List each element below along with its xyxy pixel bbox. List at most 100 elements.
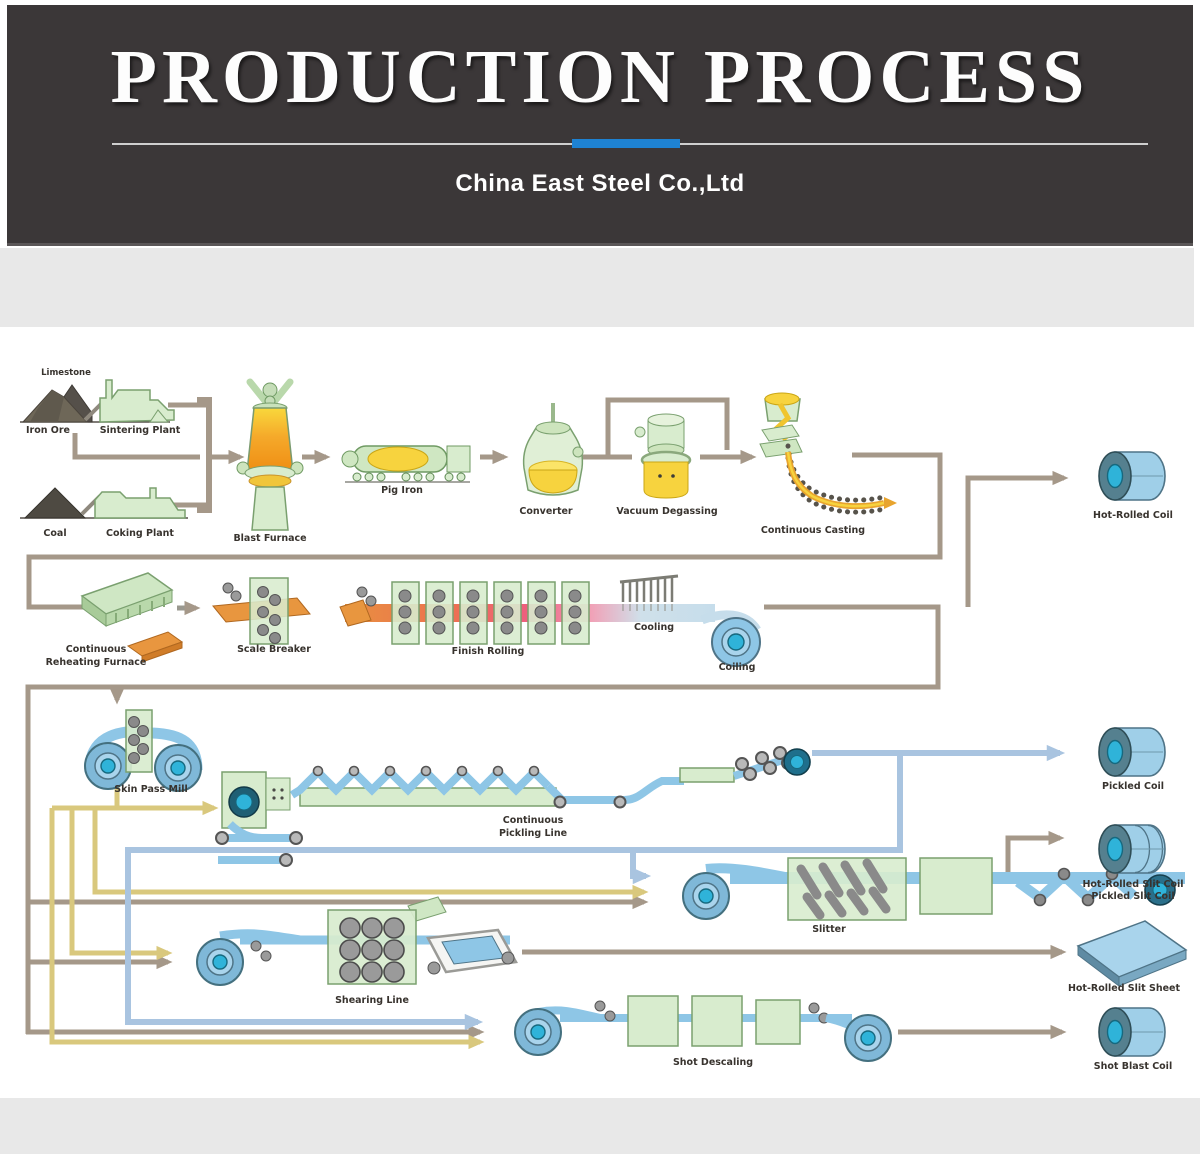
skin-pass-mill-label: Skin Pass Mill [114, 784, 187, 795]
pig-iron-label: Pig Iron [381, 485, 423, 496]
exit-roll-2 [613, 795, 627, 809]
coiling-machine [700, 610, 761, 667]
page-title: PRODUCTION PROCESS [110, 35, 1090, 119]
pickling-control-box [265, 777, 291, 811]
vacuum-degassing-machine [634, 413, 692, 499]
spm-coil-left [84, 742, 132, 790]
connector-coiling-to-trunk [25, 604, 941, 1034]
descaling-uncoiler [514, 1008, 562, 1056]
coal-pile [23, 487, 87, 519]
header-banner: PRODUCTION PROCESS China East Steel Co.,… [7, 5, 1193, 246]
cooling-header [619, 574, 679, 584]
ladle-body [643, 461, 689, 499]
scale-breaker-machine [212, 577, 311, 645]
casting-mold [761, 424, 800, 442]
slitter-label: Slitter [812, 924, 846, 935]
skin-pass-mill-machine [84, 709, 203, 792]
descaling-recoiler [844, 1014, 892, 1062]
hot-slab-front [141, 641, 183, 663]
hot-rolled-slit-coil-label: Hot-Rolled Slit Coil [1082, 879, 1183, 890]
exit-roll-1 [553, 795, 567, 809]
descaling-roll-c [808, 1002, 820, 1014]
coking-plant-label: Coking Plant [106, 528, 174, 539]
reheating-side [81, 595, 107, 627]
coiling-label: Coiling [719, 662, 756, 673]
scalebreaker-roll-a [222, 582, 234, 594]
spm-rolls [128, 716, 149, 764]
pickling-rinse-tank [679, 767, 735, 783]
pickled-slit-coil-label: Pickled Slit Coil [1091, 891, 1174, 902]
casting-strand-tip [884, 497, 897, 509]
pig-iron-machine [341, 445, 471, 483]
iron-ore-pile-shade [30, 390, 64, 422]
coal-label: Coal [43, 528, 66, 539]
connector-khaki-to-shearing [69, 808, 173, 961]
pickling-line-label-2: Pickling Line [499, 828, 567, 839]
loop-roll-2 [289, 831, 303, 845]
converter-label: Converter [519, 506, 573, 517]
loop-roll-1 [215, 831, 229, 845]
hot-rolled-slit-sheet-label: Hot-Rolled Slit Sheet [1068, 983, 1181, 994]
raw-materials-group [20, 379, 188, 519]
casting-tundish [759, 438, 803, 458]
slit-sheet-product [1076, 920, 1188, 988]
slitter-tension-box [919, 857, 993, 915]
casting-strand [785, 451, 885, 510]
furnace-yellow-band [248, 474, 292, 488]
blast-cabinet-3 [755, 999, 801, 1045]
coking-plant-building [94, 487, 186, 519]
leveler-rolls [339, 917, 405, 983]
ladle-dot2 [671, 474, 675, 478]
stacker-roll-b [501, 951, 515, 965]
pickling-box-dots [272, 788, 284, 800]
shot-descaling-machine [514, 995, 892, 1062]
pickling-festoon [289, 766, 551, 799]
connector-blue-to-slitter [630, 850, 652, 885]
shot-blast-coil-product [1098, 1007, 1166, 1057]
slitter-machine [682, 857, 1185, 921]
vacuum-degassing-label: Vacuum Degassing [616, 506, 717, 517]
ladle-dot1 [658, 474, 662, 478]
converter-melt [528, 469, 578, 494]
converter-machine [522, 403, 584, 496]
stacker-roll-a [427, 961, 441, 975]
pickled-coil-label: Pickled Coil [1102, 781, 1164, 792]
limestone-label: Limestone [41, 368, 91, 378]
sintering-plant-hopper [149, 409, 170, 423]
scalebreaker-frame [249, 577, 289, 645]
header-divider [112, 139, 1148, 148]
continuous-casting-label: Continuous Casting [761, 525, 865, 536]
degasser-nozzle [634, 426, 646, 438]
sintering-plant-label: Sintering Plant [100, 425, 181, 436]
loop-roll-3 [279, 853, 293, 867]
coiling-core [727, 633, 745, 651]
pickling-payoff-core [235, 793, 253, 811]
slitter-recoiler-core [1152, 882, 1168, 898]
pickling-line-machine [215, 746, 811, 867]
header-divider-accent [572, 139, 680, 148]
connector-to-hot-rolled-coil [965, 470, 1069, 607]
connector-khaki-to-slitter [92, 808, 649, 900]
pickling-line-label-1: Continuous [503, 815, 564, 826]
pickling-recoiler-core [790, 755, 804, 769]
furnace-hearth [251, 486, 289, 531]
scale-breaker-label: Scale Breaker [237, 644, 311, 655]
degasser-tower-top [647, 413, 685, 427]
slit-coil-product [1098, 824, 1166, 874]
blast-furnace-machine [236, 378, 304, 531]
blast-furnace-label: Blast Furnace [233, 533, 306, 544]
shearing-line-label: Shearing Line [335, 995, 409, 1006]
casting-strand-glow [786, 451, 885, 508]
rolling-stands [391, 581, 590, 645]
shearing-roll-b [260, 950, 272, 962]
furnace-pipe-right [270, 378, 294, 406]
slitter-knives [796, 858, 891, 920]
furnace-pipe-left [246, 378, 270, 406]
converter-trunnion [572, 446, 584, 458]
connector-slitter-to-slit-coil [1005, 830, 1065, 872]
finish-rolling-label: Finish Rolling [452, 646, 525, 657]
khaki-connectors [49, 780, 649, 1050]
shot-blast-coil-label: Shot Blast Coil [1094, 1061, 1172, 1072]
furnace-top-gear [262, 382, 278, 398]
